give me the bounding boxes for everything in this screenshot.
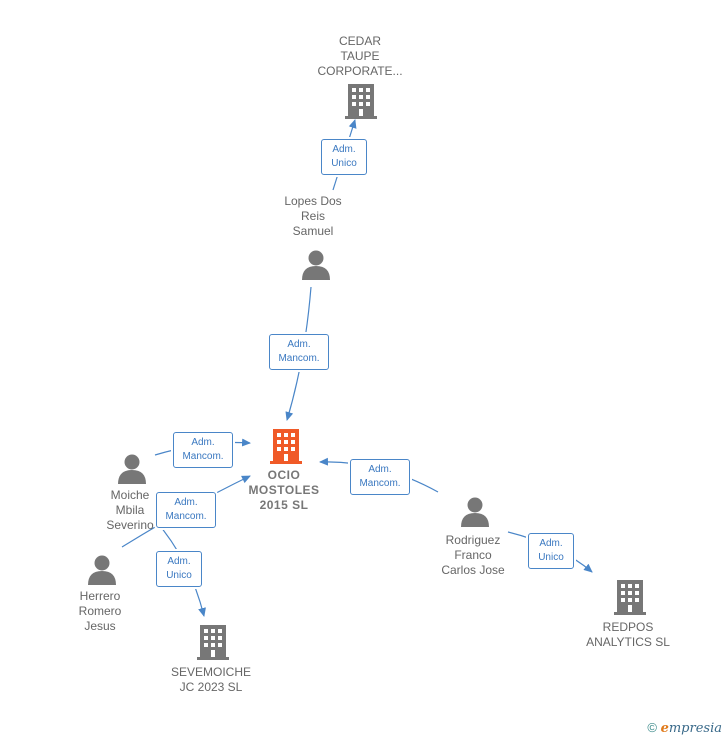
copyright-icon: © <box>647 720 657 735</box>
edge-label-herrero-ocio: Adm. Mancom. <box>156 492 216 528</box>
building-icon <box>270 429 302 464</box>
node-sevemoiche-label[interactable]: SEVEMOICHE JC 2023 SL <box>170 665 251 694</box>
node-rodriguez-label[interactable]: Rodriguez Franco Carlos Jose <box>441 533 505 577</box>
edge-label-lopes-ocio: Adm. Mancom. <box>269 334 329 370</box>
building-icon <box>345 84 377 119</box>
node-cedar-label[interactable]: CEDAR TAUPE CORPORATE... <box>317 34 403 78</box>
node-lopes-label[interactable]: Lopes Dos Reis Samuel <box>284 194 342 238</box>
person-icon <box>461 497 489 527</box>
edge-label-lopes-cedar: Adm. Unico <box>321 139 367 175</box>
edge-label-moiche-ocio: Adm. Mancom. <box>173 432 233 468</box>
person-icon <box>88 555 116 585</box>
node-herrero-label[interactable]: Herrero Romero Jesus <box>78 589 122 633</box>
node-ocio-label[interactable]: OCIO MOSTOLES 2015 SL <box>248 468 320 512</box>
building-icon <box>197 625 229 660</box>
node-redpos-label[interactable]: REDPOS ANALYTICS SL <box>586 620 670 649</box>
brand-logo: empresia <box>660 721 722 736</box>
person-icon <box>118 454 146 484</box>
edge-label-rodriguez-redpos: Adm. Unico <box>528 533 574 569</box>
edge-label-moiche-sevemoiche: Adm. Unico <box>156 551 202 587</box>
node-moiche-label[interactable]: Moiche Mbila Severino <box>106 488 154 532</box>
person-icon <box>302 250 330 280</box>
edge-label-rodriguez-ocio: Adm. Mancom. <box>350 459 410 495</box>
footer-credit[interactable]: © empresia <box>647 720 722 736</box>
building-icon <box>614 580 646 615</box>
